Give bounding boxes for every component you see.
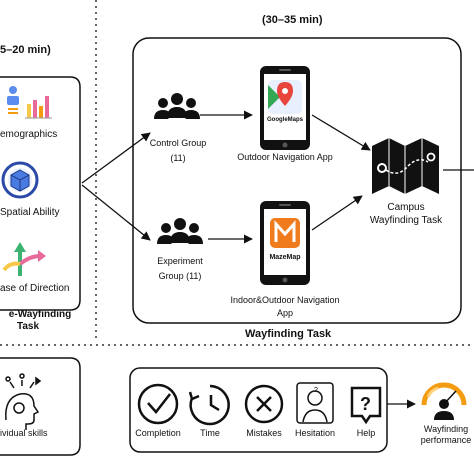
mazemap-logo-text: MazeMap (269, 254, 301, 261)
individual-skills-label: ividual skills (0, 428, 48, 438)
spatial-ability-cube-icon (1, 161, 39, 199)
pre-task-title-line1: e-Wayfinding (8, 309, 72, 320)
indoor-outdoor-app-label-line2: App (276, 308, 293, 318)
pre-task-duration: 5–20 min) (0, 44, 51, 56)
pre-task-box (0, 76, 81, 311)
help-question-icon: ? (350, 386, 382, 425)
metric-hesitation-label: Hesitation (294, 428, 336, 438)
performance-gauge-icon (421, 382, 467, 420)
google-maps-phone-icon (260, 66, 310, 150)
svg-text:?: ? (360, 394, 371, 414)
demographics-icon (7, 86, 52, 119)
hesitation-person-icon: ? (296, 382, 334, 424)
google-maps-logo-text: GoogleMaps (266, 117, 303, 123)
demographics-label: emographics (0, 129, 58, 140)
campus-label-line2: Wayfinding Task (369, 215, 443, 226)
skills-box (0, 357, 81, 456)
wayfinding-duration: (30–35 min) (262, 14, 323, 26)
experiment-group-people-icon (157, 218, 203, 244)
indoor-outdoor-app-label-line1: Indoor&Outdoor Navigation (230, 295, 340, 305)
performance-label-line1: Wayfinding (423, 424, 469, 434)
sense-of-direction-label: ase of Direction (0, 283, 70, 294)
metrics-box (129, 367, 388, 453)
arrow-maze-to-campus (311, 195, 363, 231)
wayfinding-task-title: Wayfinding Task (245, 328, 332, 340)
wayfinding-task-box (132, 37, 462, 324)
experiment-group-label-line2: Group (11) (158, 271, 202, 281)
experiment-group-label-line1: Experiment (157, 256, 203, 266)
pre-task-title-line2: Task (16, 321, 40, 332)
outdoor-app-label: Outdoor Navigation App (237, 152, 333, 162)
control-group-label: Control Group (149, 138, 207, 148)
mistakes-x-icon (244, 384, 284, 424)
direction-arrows-icon (2, 242, 46, 276)
arrow-to-control-group (81, 132, 151, 184)
spatial-ability-label: Spatial Ability (0, 207, 60, 218)
metric-mistakes-label: Mistakes (246, 428, 282, 438)
metric-completion-label: Completion (135, 428, 181, 438)
metric-help-label: Help (356, 428, 376, 438)
time-clock-icon (188, 384, 230, 426)
head-gear-icon (5, 373, 42, 430)
control-group-people-icon (154, 93, 200, 119)
completion-check-icon (137, 383, 179, 425)
arrow-google-to-campus (311, 114, 371, 151)
mazemap-phone-icon (260, 201, 310, 285)
campus-label-line1: Campus (387, 202, 425, 213)
performance-label-line2: performance (420, 435, 472, 445)
arrow-to-experiment-group (81, 184, 151, 241)
control-group-count: (11) (170, 153, 186, 163)
metric-time-label: Time (200, 428, 220, 438)
campus-map-icon (372, 138, 439, 194)
svg-text:?: ? (314, 387, 318, 394)
